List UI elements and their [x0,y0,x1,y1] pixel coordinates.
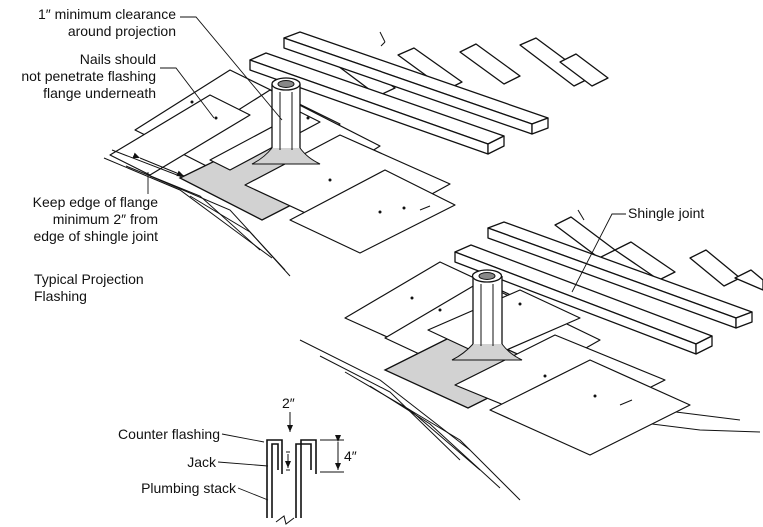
nails-label: Nails should not penetrate flashing flan… [0,51,156,102]
bottom-rafters [554,209,763,291]
dim-2in-label: 2″ [282,395,295,411]
shingle-joint-label: Shingle joint [628,205,705,221]
nails-label-line-3: flange underneath [43,85,156,101]
bottom-assembly [299,209,763,501]
caption-line-2: Flashing [34,288,87,304]
counter-flashing-detail [217,412,344,525]
dim-4in-label: 4″ [344,448,357,464]
keep-edge-label-line-2: minimum 2″ from [52,211,158,227]
clearance-label-line-1: 1″ minimum clearance [37,6,176,22]
counter-flashing-label: Counter flashing [118,426,220,442]
keep-edge-dimension-arrow [132,152,185,177]
clearance-label: 1″ minimum clearance around projection [20,6,176,40]
top-projection-pipe [251,77,321,165]
nails-leader [160,67,215,119]
bottom-battens [454,221,753,355]
caption-line-1: Typical Projection [34,271,144,287]
counter-flashing-leader [221,433,265,443]
jack-leader [217,461,269,467]
nails-label-line-1: Nails should [79,51,156,67]
top-rafters [329,31,609,97]
top-battens [249,31,549,155]
clearance-leader [180,16,283,121]
plumbing-stack-label: Plumbing stack [141,480,236,496]
nails-label-line-2: not penetrate flashing [21,68,156,84]
bottom-projection-pipe [451,269,523,361]
top-assembly [103,31,609,277]
keep-edge-label-line-1: Keep edge of flange [32,194,158,210]
jack-label: Jack [187,454,216,470]
diagram-caption: Typical Projection Flashing [34,271,144,305]
keep-edge-label-line-3: edge of shingle joint [33,228,158,244]
clearance-label-line-2: around projection [67,23,176,39]
keep-edge-label: Keep edge of flange minimum 2″ from edge… [0,194,158,245]
shingle-joint-leader [571,213,626,293]
plumbing-stack-leader [237,487,269,501]
